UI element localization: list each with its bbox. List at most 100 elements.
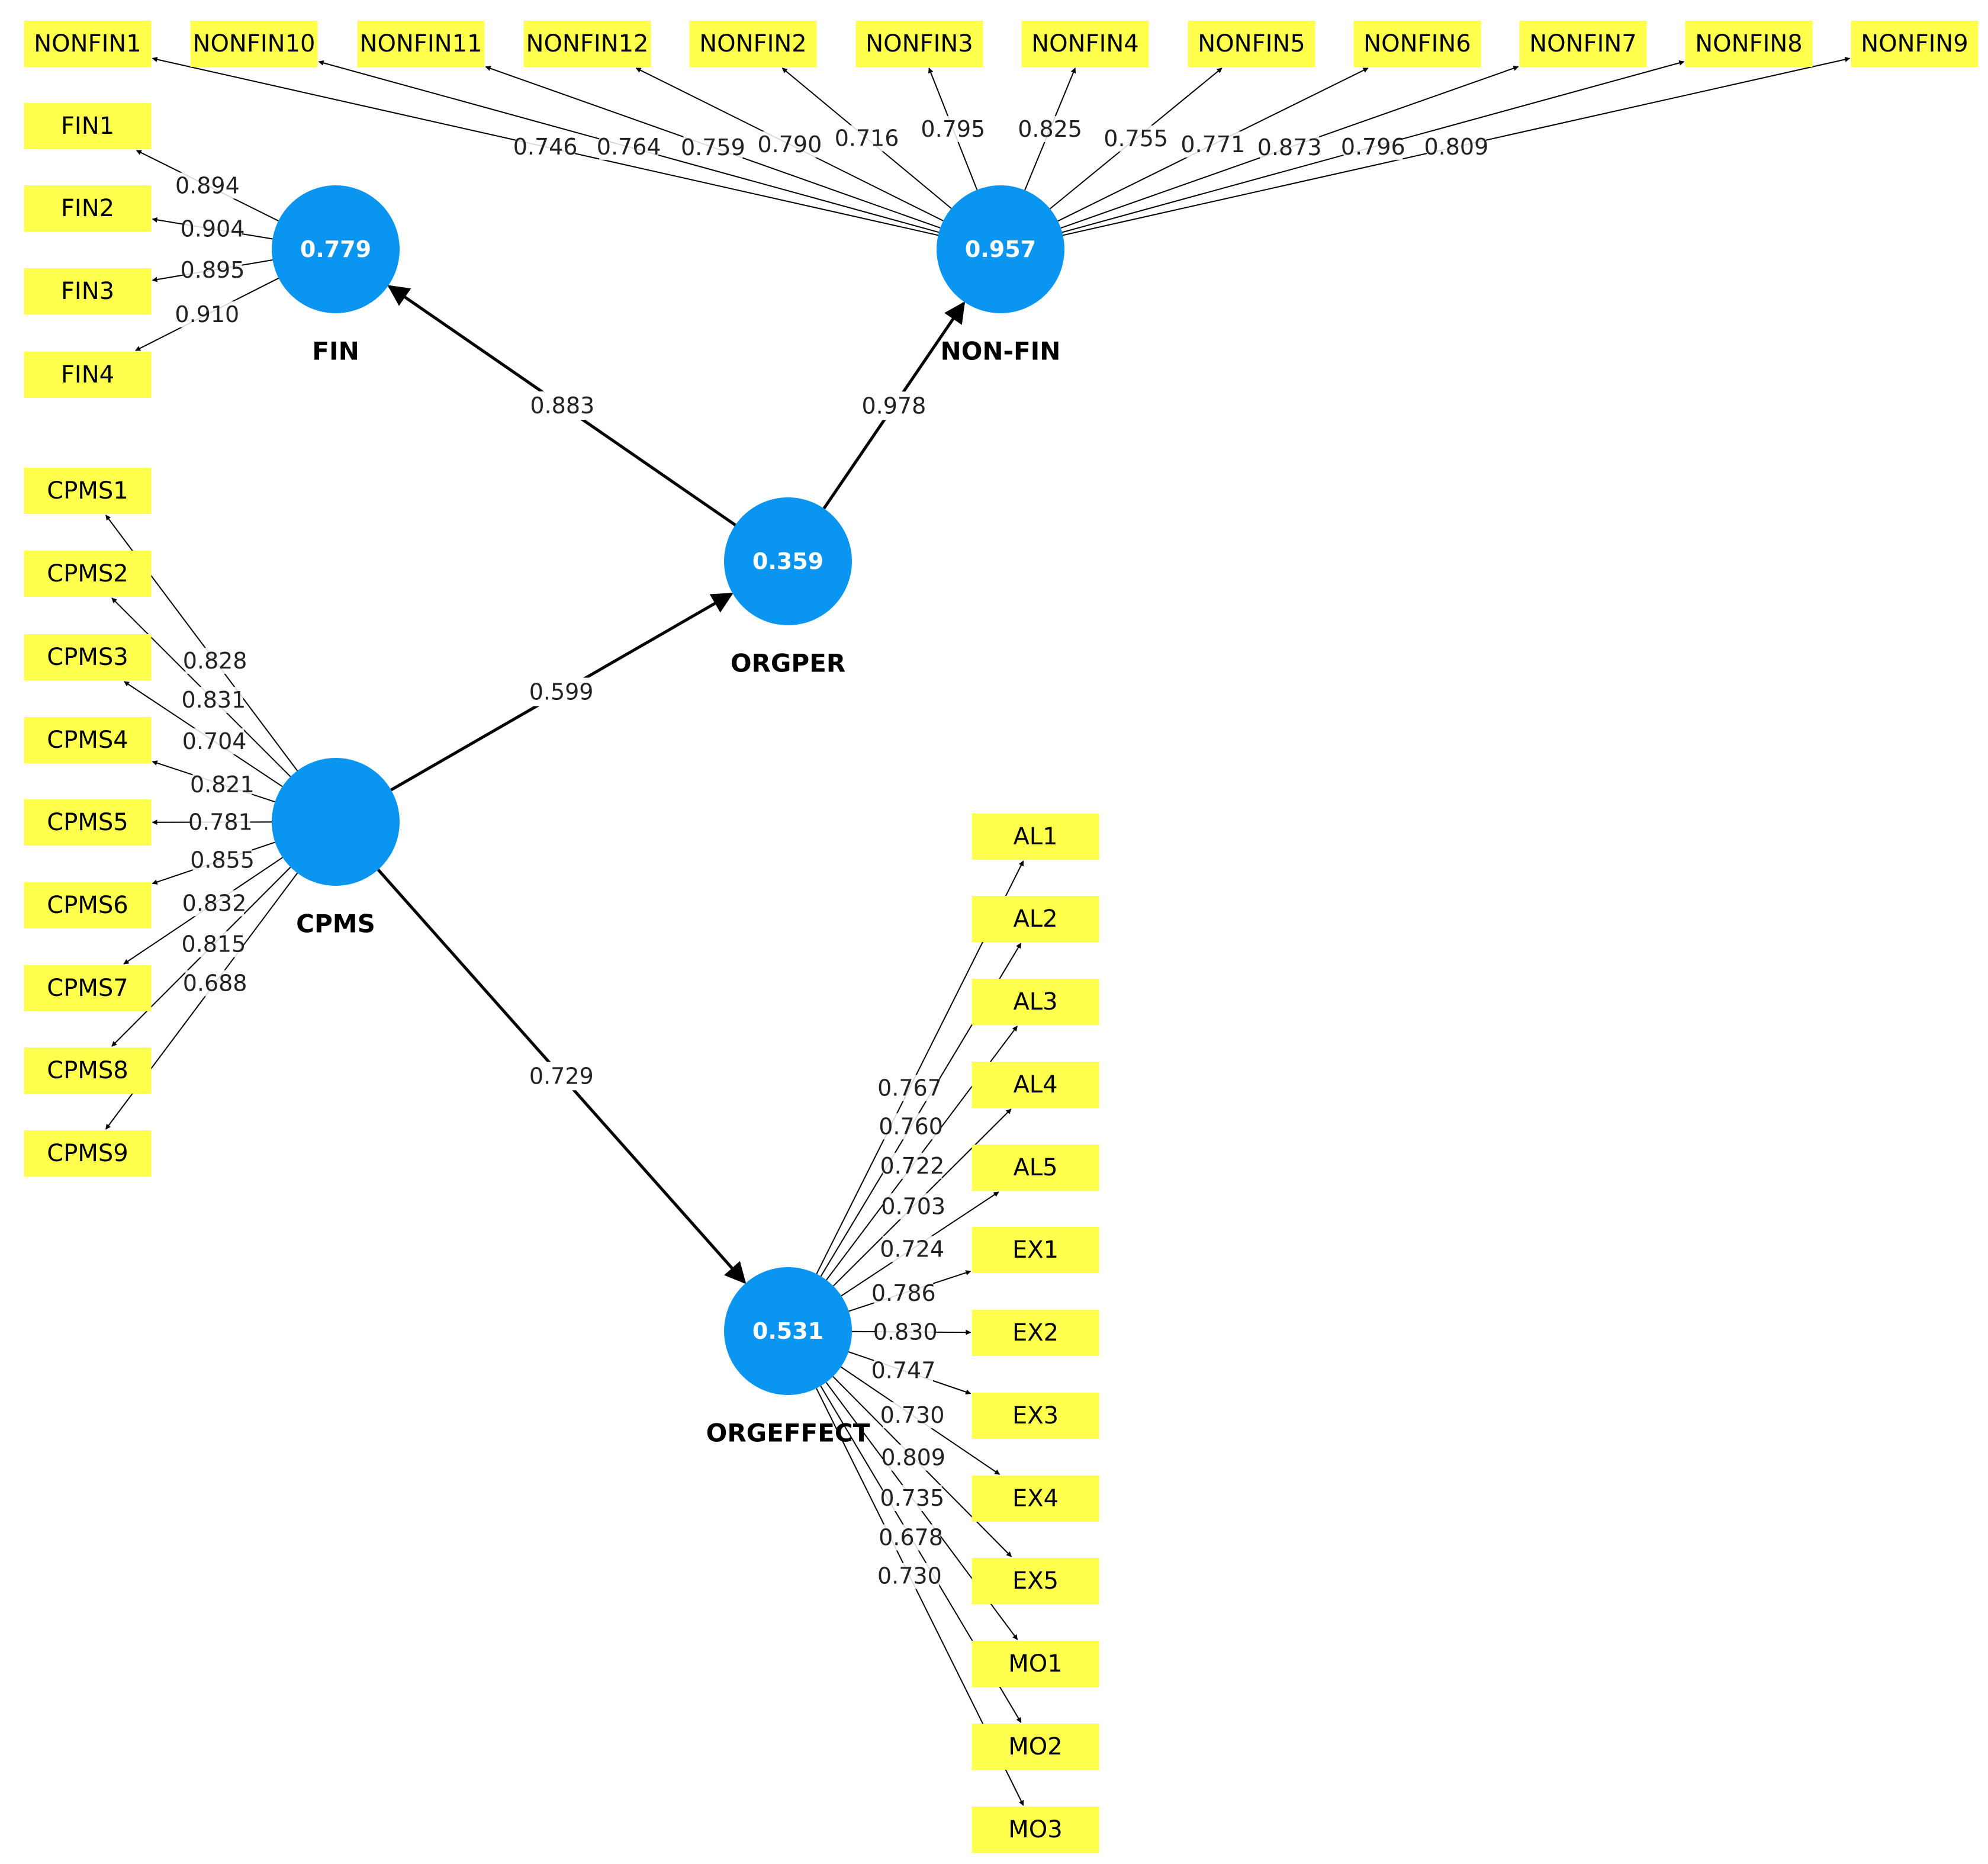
indicator-mo2[interactable]: MO2 — [972, 1724, 1099, 1770]
indicator-cpms8[interactable]: CPMS8 — [24, 1047, 152, 1094]
loading-label-cpms3: 0.704 — [182, 728, 246, 755]
indicator-label: EX3 — [1012, 1402, 1059, 1429]
loading-label-al5: 0.724 — [880, 1236, 944, 1262]
indicator-box — [1353, 21, 1481, 67]
indicator-label: CPMS9 — [47, 1140, 128, 1167]
indicator-nonfin12[interactable]: NONFIN12 — [523, 21, 651, 67]
indicator-ex3[interactable]: EX3 — [972, 1393, 1099, 1439]
loading-label-nonfin6: 0.771 — [1180, 131, 1245, 158]
indicator-ex5[interactable]: EX5 — [972, 1558, 1099, 1604]
indicator-box — [24, 1130, 152, 1177]
indicator-nonfin8[interactable]: NONFIN8 — [1685, 21, 1813, 67]
indicator-label: CPMS2 — [47, 560, 128, 587]
loading-label-nonfin9: 0.809 — [1424, 134, 1488, 160]
indicator-label: NONFIN7 — [1529, 30, 1637, 57]
loading-value: 0.830 — [873, 1319, 938, 1345]
latent-cpms[interactable]: CPMS — [272, 758, 400, 939]
indicator-nonfin4[interactable]: NONFIN4 — [1021, 21, 1149, 67]
loading-value: 0.786 — [871, 1280, 936, 1306]
indicator-label: CPMS6 — [47, 892, 128, 919]
indicator-ex4[interactable]: EX4 — [972, 1476, 1099, 1522]
indicator-box — [972, 1807, 1099, 1853]
loading-label-mo2: 0.678 — [879, 1524, 943, 1551]
indicator-fin3[interactable]: FIN3 — [24, 268, 152, 314]
loading-value: 0.755 — [1104, 126, 1168, 152]
indicator-nonfin11[interactable]: NONFIN11 — [357, 21, 485, 67]
indicator-fin4[interactable]: FIN4 — [24, 352, 152, 398]
loading-label-nonfin11: 0.759 — [681, 134, 745, 160]
loading-label-ex5: 0.809 — [881, 1444, 945, 1471]
indicator-ex2[interactable]: EX2 — [972, 1310, 1099, 1356]
indicator-box — [24, 103, 152, 149]
loading-value: 0.873 — [1257, 134, 1322, 160]
indicator-nonfin10[interactable]: NONFIN10 — [190, 21, 318, 67]
indicator-box — [972, 1310, 1099, 1356]
indicator-box — [972, 1227, 1099, 1273]
loading-value: 0.735 — [880, 1485, 944, 1511]
indicator-nonfin6[interactable]: NONFIN6 — [1353, 21, 1481, 67]
indicator-al4[interactable]: AL4 — [972, 1062, 1099, 1108]
loading-value: 0.828 — [183, 648, 247, 674]
indicator-box — [1851, 21, 1979, 67]
indicator-nonfin9[interactable]: NONFIN9 — [1851, 21, 1979, 67]
indicator-box — [972, 1641, 1099, 1687]
indicator-label: NONFIN6 — [1363, 30, 1471, 57]
indicator-nonfin2[interactable]: NONFIN2 — [689, 21, 817, 67]
indicator-nonfin3[interactable]: NONFIN3 — [855, 21, 983, 67]
latent-circle — [937, 185, 1064, 313]
indicator-label: NONFIN12 — [526, 30, 649, 57]
indicator-nonfin1[interactable]: NONFIN1 — [24, 21, 152, 67]
path-coefficient-value: 0.729 — [529, 1063, 594, 1089]
indicator-box — [24, 268, 152, 314]
loading-label-nonfin2: 0.716 — [835, 125, 899, 152]
indicator-cpms1[interactable]: CPMS1 — [24, 468, 152, 514]
indicator-label: CPMS7 — [47, 975, 128, 1002]
indicator-cpms7[interactable]: CPMS7 — [24, 965, 152, 1011]
indicator-label: CPMS4 — [47, 727, 128, 754]
indicator-cpms2[interactable]: CPMS2 — [24, 551, 152, 597]
indicator-nonfin7[interactable]: NONFIN7 — [1519, 21, 1647, 67]
indicator-label: EX4 — [1012, 1485, 1059, 1512]
indicator-label: MO2 — [1008, 1733, 1062, 1760]
indicator-mo3[interactable]: MO3 — [972, 1807, 1099, 1853]
indicator-label: FIN3 — [61, 278, 114, 305]
indicator-box — [190, 21, 318, 67]
loading-value: 0.703 — [881, 1193, 945, 1219]
loading-label-nonfin1: 0.746 — [513, 134, 577, 160]
loading-label-ex2: 0.830 — [873, 1319, 938, 1345]
indicator-box — [972, 1476, 1099, 1522]
loading-value: 0.767 — [877, 1075, 942, 1101]
loading-label-cpms5: 0.781 — [188, 809, 253, 835]
indicator-label: MO3 — [1008, 1816, 1062, 1843]
indicator-label: NONFIN8 — [1695, 30, 1803, 57]
r-squared-value: 0.779 — [300, 236, 371, 262]
indicator-fin2[interactable]: FIN2 — [24, 185, 152, 232]
indicator-nonfin5[interactable]: NONFIN5 — [1188, 21, 1315, 67]
indicator-cpms6[interactable]: CPMS6 — [24, 882, 152, 928]
indicator-label: CPMS8 — [47, 1057, 128, 1084]
indicator-cpms5[interactable]: CPMS5 — [24, 799, 152, 846]
indicator-al1[interactable]: AL1 — [972, 814, 1099, 860]
indicator-cpms4[interactable]: CPMS4 — [24, 717, 152, 763]
indicator-label: FIN1 — [61, 113, 114, 140]
indicator-fin1[interactable]: FIN1 — [24, 103, 152, 149]
indicator-box — [689, 21, 817, 67]
indicator-al5[interactable]: AL5 — [972, 1145, 1099, 1191]
indicator-al3[interactable]: AL3 — [972, 979, 1099, 1025]
indicator-al2[interactable]: AL2 — [972, 896, 1099, 942]
indicator-mo1[interactable]: MO1 — [972, 1641, 1099, 1687]
indicator-ex1[interactable]: EX1 — [972, 1227, 1099, 1273]
loading-value: 0.815 — [182, 931, 246, 957]
loading-value: 0.832 — [182, 891, 247, 917]
loading-value: 0.831 — [182, 687, 246, 713]
indicator-box — [972, 1393, 1099, 1439]
latent-name: FIN — [312, 337, 359, 366]
indicator-box — [972, 979, 1099, 1025]
indicator-cpms3[interactable]: CPMS3 — [24, 634, 152, 680]
indicator-cpms9[interactable]: CPMS9 — [24, 1130, 152, 1177]
